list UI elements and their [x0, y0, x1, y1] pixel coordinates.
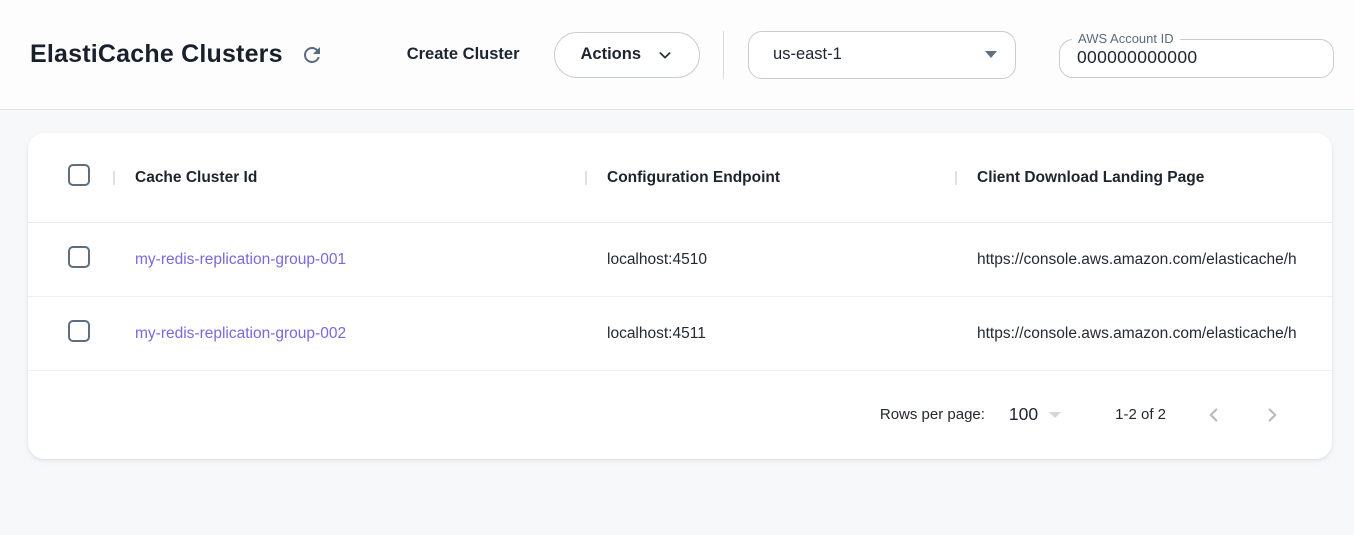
cluster-link[interactable]: my-redis-replication-group-001	[135, 250, 347, 268]
rows-per-page-label: Rows per page:	[879, 406, 985, 423]
table-row[interactable]: my-redis-replication-group-002 localhost…	[28, 297, 1332, 371]
chevron-right-icon	[1261, 404, 1283, 426]
previous-page-button[interactable]	[1194, 395, 1234, 435]
next-page-button[interactable]	[1252, 395, 1292, 435]
caret-down-icon	[1049, 411, 1062, 418]
cell-cache-cluster-id: my-redis-replication-group-001	[113, 251, 585, 269]
rows-per-page-select[interactable]: 100	[1008, 404, 1062, 425]
clusters-table-card: Cache Cluster Id Configuration Endpoint …	[28, 133, 1332, 459]
column-label: Client Download Landing Page	[977, 168, 1205, 186]
chevron-down-icon	[657, 47, 673, 63]
table-pagination: Rows per page: 100 1-2 of 2	[28, 371, 1332, 458]
region-select[interactable]: us-east-1	[748, 30, 1017, 79]
row-checkbox[interactable]	[68, 246, 90, 268]
row-checkbox-cell	[28, 320, 113, 347]
header-checkbox-cell	[28, 164, 113, 191]
column-header-configuration-endpoint[interactable]: Configuration Endpoint	[585, 169, 955, 187]
aws-account-id-field: AWS Account ID	[1059, 31, 1334, 78]
header-divider	[723, 30, 725, 79]
pagination-range: 1-2 of 2	[1115, 406, 1166, 423]
row-checkbox[interactable]	[68, 320, 90, 342]
row-checkbox-cell	[28, 246, 113, 273]
cell-cache-cluster-id: my-redis-replication-group-002	[113, 325, 585, 343]
page-header: ElastiCache Clusters Create Cluster Acti…	[0, 0, 1354, 110]
page-title: ElastiCache Clusters	[30, 40, 283, 68]
refresh-button[interactable]	[295, 38, 329, 72]
chevron-left-icon	[1203, 404, 1225, 426]
column-separator[interactable]	[113, 170, 115, 185]
aws-account-id-input[interactable]	[1077, 46, 1307, 68]
table-header-row: Cache Cluster Id Configuration Endpoint …	[28, 133, 1332, 223]
column-label: Configuration Endpoint	[607, 168, 781, 186]
aws-account-id-label: AWS Account ID	[1078, 31, 1174, 47]
region-select-value: us-east-1	[773, 45, 842, 63]
column-header-client-download-landing-page[interactable]: Client Download Landing Page	[955, 169, 1332, 187]
refresh-icon	[300, 43, 324, 67]
cell-landing-page: https://console.aws.amazon.com/elasticac…	[977, 250, 1297, 268]
actions-button[interactable]: Actions	[553, 31, 701, 78]
cell-configuration-endpoint: localhost:4511	[607, 324, 706, 342]
rows-per-page-value: 100	[1008, 404, 1039, 424]
cluster-link[interactable]: my-redis-replication-group-002	[135, 324, 347, 342]
cell-landing-page: https://console.aws.amazon.com/elasticac…	[977, 324, 1297, 342]
create-cluster-button[interactable]: Create Cluster	[406, 45, 520, 63]
cell-configuration-endpoint: localhost:4510	[607, 250, 707, 268]
table-row[interactable]: my-redis-replication-group-001 localhost…	[28, 223, 1332, 297]
column-header-cache-cluster-id[interactable]: Cache Cluster Id	[113, 169, 585, 187]
actions-button-label: Actions	[580, 45, 642, 63]
column-label: Cache Cluster Id	[135, 168, 258, 186]
caret-down-icon	[985, 51, 998, 58]
select-all-checkbox[interactable]	[68, 164, 90, 186]
column-separator[interactable]	[585, 170, 587, 185]
column-separator[interactable]	[955, 170, 957, 185]
